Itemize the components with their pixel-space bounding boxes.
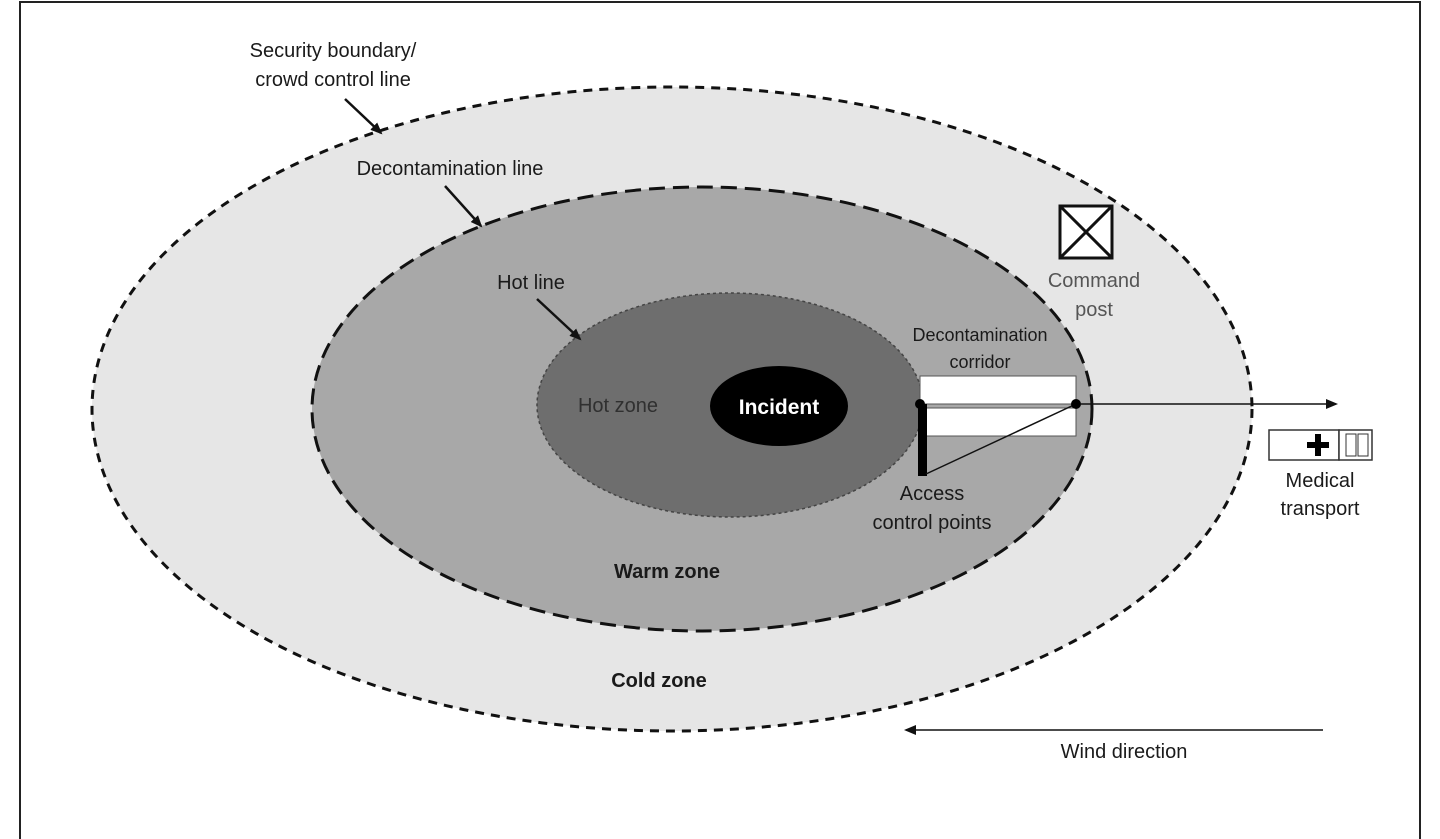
medical-transport-label-2: transport [1281,498,1360,520]
decon-corridor-upper [919,375,1077,405]
command-post-label-2: post [1075,299,1113,321]
access-control-label-2: control points [873,512,992,534]
command-post-label-1: Command [1048,270,1140,292]
access-control-link [925,403,1077,475]
warm-zone-label: Warm zone [614,561,720,583]
cold-zone-label: Cold zone [611,670,707,692]
security-boundary-label-2: crowd control line [255,69,411,91]
decon-corridor-label-1: Decontamination [912,325,1047,345]
incident-label: Incident [739,396,820,419]
access-control-label-1: Access [900,483,964,505]
decontamination-line-label: Decontamination line [357,158,544,180]
hot-zone-label: Hot zone [578,395,658,417]
ambulance-icon [1268,429,1373,461]
decontamination-line-pointer [444,185,483,228]
medical-transport-label-1: Medical [1286,470,1355,492]
hot-line-pointer [536,298,582,341]
wind-direction-label: Wind direction [1061,741,1188,763]
command-post-icon [1058,204,1114,260]
incident-ellipse [710,366,848,446]
security-boundary-label-1: Security boundary/ [250,40,417,62]
hot-line-label: Hot line [497,272,565,294]
decon-corridor-label-2: corridor [949,352,1010,372]
access-point-right [1071,399,1081,409]
decon-corridor-lower [919,407,1077,437]
security-boundary-pointer [344,98,383,135]
access-control-bar [918,404,927,476]
access-point-left [915,399,925,409]
